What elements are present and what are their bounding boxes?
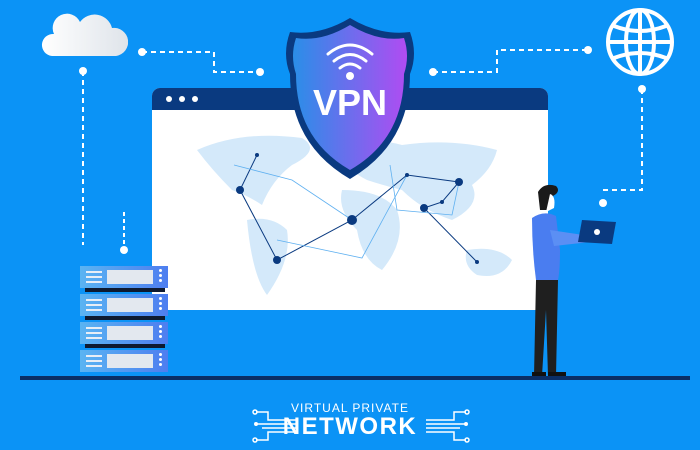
cloud-icon [41,13,128,56]
laptop-icon [578,220,616,244]
title-line1: VIRTUAL PRIVATE [291,401,409,415]
browser-window [152,88,548,310]
title-line2: NETWORK [282,413,418,440]
vpn-shield [286,18,414,179]
server-unit [80,294,168,316]
window-dot [179,96,185,102]
wifi-icon [326,43,374,70]
circuit-icon [426,409,470,443]
ground-line [20,376,690,380]
window-dot [166,96,172,102]
server-unit [80,266,168,288]
server-unit [80,322,168,344]
person-with-laptop [532,184,616,377]
vpn-label: VPN [312,82,388,123]
globe-icon [606,8,674,76]
window-dot [192,96,198,102]
server-unit [80,350,168,372]
circuit-icon [252,409,296,443]
